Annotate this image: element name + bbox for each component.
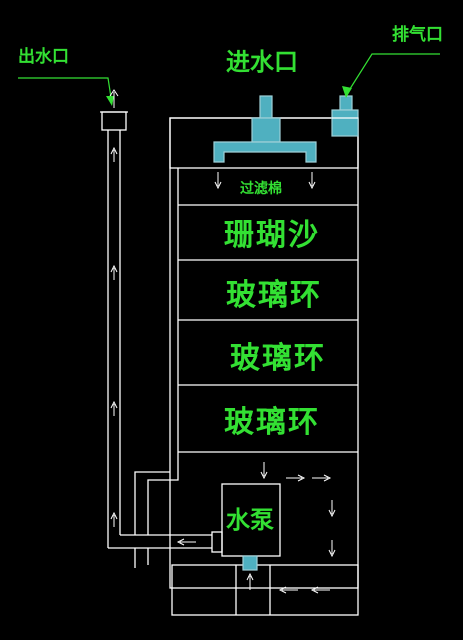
arrow-down-pump xyxy=(260,462,268,480)
outlet-leader xyxy=(18,77,113,105)
filter-cotton-label: 过滤棉 xyxy=(240,180,282,197)
glass-ring-label-1: 玻璃环 xyxy=(226,278,322,313)
vent-stem xyxy=(339,95,353,111)
coral-sand-label: 珊瑚沙 xyxy=(224,218,320,253)
vent-block xyxy=(331,109,359,137)
arrow-right-2 xyxy=(312,474,332,482)
vent-label: 排气口 xyxy=(392,24,443,45)
arrow-down-left xyxy=(214,172,222,190)
arrow-up-4 xyxy=(110,511,118,527)
vent-leader-tip xyxy=(342,86,352,98)
pipe-step xyxy=(134,471,170,535)
arrow-down-side-2 xyxy=(328,540,336,558)
arrow-up-bottom xyxy=(246,572,254,590)
arrow-left-bottom-2 xyxy=(310,586,330,594)
arrow-up-3 xyxy=(110,400,118,416)
outlet-fitting xyxy=(101,111,127,131)
arrow-out-top xyxy=(109,89,119,108)
arrow-down-side xyxy=(328,500,336,518)
bottom-chamber xyxy=(171,564,359,616)
arrow-up-2 xyxy=(110,264,118,280)
inlet-block xyxy=(251,117,281,143)
arrow-left-bottom-1 xyxy=(278,586,298,594)
inlet-stem xyxy=(259,95,273,119)
arrow-down-right xyxy=(308,172,316,190)
pipe-step-inner xyxy=(147,455,179,535)
glass-ring-label-2: 玻璃环 xyxy=(230,341,326,376)
pump-label: 水泵 xyxy=(226,506,274,534)
arrow-left-pipe xyxy=(176,538,196,546)
outlet-leader-tip xyxy=(106,96,114,106)
arrow-right-1 xyxy=(286,474,306,482)
vent-leader xyxy=(347,53,440,93)
flow-arrows xyxy=(109,89,336,594)
pump-nozzle xyxy=(211,531,223,553)
arrow-up-1 xyxy=(110,146,118,162)
inlet-spray-bar xyxy=(213,141,317,163)
glass-ring-label-3: 玻璃环 xyxy=(224,405,320,440)
outlet-label: 出水口 xyxy=(18,46,69,67)
pump-intake xyxy=(242,555,258,571)
inlet-label: 进水口 xyxy=(226,48,298,76)
